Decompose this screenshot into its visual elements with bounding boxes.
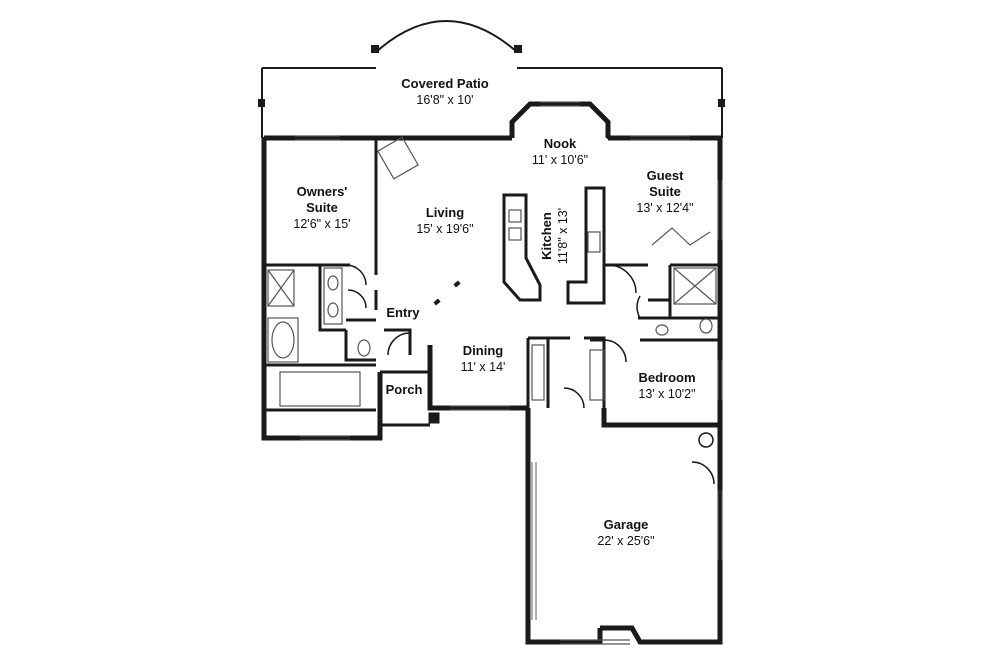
kitchen-name: Kitchen [539, 212, 554, 260]
porch-name: Porch [385, 382, 423, 397]
fixtures [267, 136, 717, 407]
windows [295, 101, 723, 645]
garage-name: Garage [603, 517, 649, 532]
guest-suite-dims: 13' x 12'4" [636, 201, 694, 215]
exterior-walls [261, 101, 723, 645]
living-name: Living [425, 205, 465, 220]
entry-marks [433, 280, 461, 306]
covered-patio-name: Covered Patio [401, 76, 489, 91]
owners-suite-dims: 12'6" x 15' [293, 217, 351, 231]
porch-label: Porch [380, 382, 428, 398]
nook-name: Nook [543, 136, 577, 151]
owners-suite-label: Owners' Suite 12'6" x 15' [280, 184, 364, 232]
guest-suite-name-1: Guest [646, 168, 684, 183]
kitchen-label: Kitchen 11'8" x 13' [539, 195, 571, 277]
living-label: Living 15' x 19'6" [404, 205, 486, 237]
owners-suite-name-2: Suite [306, 200, 338, 215]
nook-dims: 11' x 10'6" [531, 153, 589, 167]
garage-dims: 22' x 25'6" [597, 534, 655, 548]
nook-label: Nook 11' x 10'6" [520, 136, 600, 168]
dining-label: Dining 11' x 14' [448, 343, 518, 375]
entry-label: Entry [380, 305, 426, 321]
guest-suite-name-2: Suite [649, 184, 681, 199]
entry-name: Entry [386, 305, 420, 320]
bedroom-dims: 13' x 10'2" [638, 387, 696, 401]
covered-patio-dims: 16'8" x 10' [416, 93, 474, 107]
dining-dims: 11' x 14' [460, 360, 506, 374]
garage-label: Garage 22' x 25'6" [580, 517, 672, 549]
garage-door [531, 462, 537, 620]
owners-suite-name-1: Owners' [296, 184, 348, 199]
kitchen-dims: 11'8" x 13' [556, 207, 570, 265]
dining-name: Dining [462, 343, 504, 358]
bedroom-name: Bedroom [638, 370, 696, 385]
bedroom-label: Bedroom 13' x 10'2" [624, 370, 710, 402]
covered-patio-label: Covered Patio 16'8" x 10' [380, 76, 510, 108]
living-dims: 15' x 19'6" [416, 222, 474, 236]
doors [345, 264, 715, 485]
interior-walls [264, 138, 720, 427]
guest-suite-label: Guest Suite 13' x 12'4" [622, 168, 708, 216]
